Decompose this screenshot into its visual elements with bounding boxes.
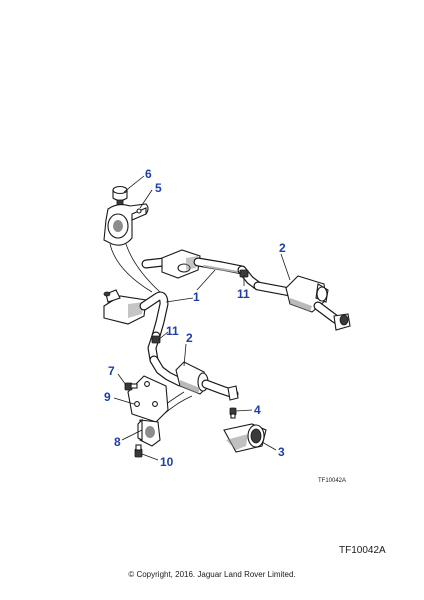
- part-6-bolt: [112, 185, 128, 209]
- part-10-bolt: [134, 444, 143, 458]
- callout-6: 6: [145, 167, 152, 181]
- part-9-bracket: [127, 375, 169, 423]
- callout-5: 5: [155, 181, 162, 195]
- callout-8: 8: [114, 435, 121, 449]
- callouts: 6 5 2 1 11 11 2 7 9 4 8 3 10: [104, 167, 286, 469]
- diagram-reference-small: TF10042A: [318, 478, 347, 484]
- part-8-hanger: [137, 418, 161, 447]
- callout-2-lower: 2: [186, 331, 193, 345]
- callout-7: 7: [108, 364, 115, 378]
- callout-10: 10: [160, 455, 174, 469]
- part-1-front-pipe: [103, 249, 247, 341]
- part-2-rear-silencer-upper: [253, 275, 351, 331]
- callout-1: 1: [193, 290, 200, 304]
- leader-lines: [113, 175, 291, 461]
- callout-2-upper: 2: [279, 241, 286, 255]
- copyright-notice: © Copyright, 2016. Jaguar Land Rover Lim…: [128, 570, 296, 579]
- part-5-mounting: [103, 203, 149, 246]
- diagram-reference-code: TF10042A: [339, 545, 386, 556]
- callout-9: 9: [104, 390, 111, 404]
- part-2-intermediate-silencer: [149, 355, 239, 401]
- part-4-bolt: [229, 407, 237, 419]
- part-3-tailpipe-trim: [223, 423, 267, 453]
- callout-11-lower: 11: [166, 324, 179, 338]
- callout-3: 3: [278, 445, 285, 459]
- part-7-bolt: [124, 382, 138, 391]
- callout-11-upper: 11: [237, 287, 250, 301]
- callout-4: 4: [254, 403, 261, 417]
